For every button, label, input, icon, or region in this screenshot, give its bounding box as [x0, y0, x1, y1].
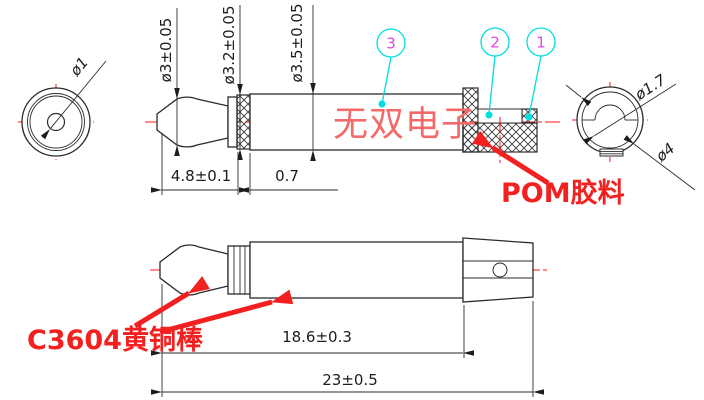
brass-body [249, 241, 464, 299]
assembly-side-view: ø3±0.05 ø3.2±0.05 ø3.5±0.05 4.8±0.1 0.7 … [145, 4, 625, 209]
balloon-1: 1 [525, 27, 556, 121]
balloon-3: 3 [376, 28, 406, 108]
dome-diameter-label: ø3±0.05 [157, 18, 175, 83]
balloon-2-leader [488, 55, 496, 115]
front-ring-circle [27, 93, 85, 151]
knurl-width-label: 0.7 [275, 167, 299, 185]
balloon-1-circle [526, 27, 556, 57]
balloon-3-leader-dot [378, 100, 386, 108]
balloon-2-number: 2 [490, 34, 500, 52]
assembly-knurl-band [236, 94, 251, 150]
pom-note-text: POM胶料 [501, 177, 625, 209]
tip-diameter-label: ø1 [66, 53, 92, 80]
assembly-collar [227, 96, 238, 148]
rear-inner-dim-line [583, 83, 677, 145]
assembly-pin-tip-profile [156, 96, 229, 148]
rear-inner-diameter-label: ø1.7 [631, 70, 670, 104]
brass-pin-tip-profile [159, 244, 229, 296]
body-length-label: 18.6±0.3 [282, 328, 352, 346]
balloon-2: 2 [480, 27, 510, 119]
rear-outer-diameter-label: ø4 [652, 139, 679, 165]
rear-inner-half-arc [594, 104, 626, 121]
body-diameter-label: ø3.5±0.05 [288, 4, 306, 83]
brass-note-arrow-1 [133, 276, 210, 329]
brass-collar [227, 245, 251, 295]
rear-outer-dim-arrow-upper [565, 84, 592, 107]
balloon-3-leader [381, 56, 392, 105]
knurl-diameter-label: ø3.2±0.05 [220, 6, 238, 85]
brass-note-arrow-2 [159, 289, 294, 335]
assembly-body [249, 93, 464, 151]
brass-rear-block [462, 237, 534, 303]
balloon-1-number: 1 [536, 34, 546, 52]
rear-outer-dim-arrow-lower [623, 135, 696, 191]
balloon-3-number: 3 [386, 35, 396, 53]
front-view: ø1 [18, 53, 107, 160]
tip-length-label: 4.8±0.1 [171, 167, 231, 185]
rear-key-slot [599, 148, 624, 157]
rear-view: ø1.7 ø4 [565, 70, 696, 191]
brass-note-text: C3604黄铜棒 [27, 325, 204, 356]
total-length-label: 23±0.5 [322, 371, 378, 389]
brass-rear-hole [492, 262, 508, 278]
front-tip-hole-circle [46, 112, 66, 132]
watermark-text: 无双电子 [333, 105, 477, 145]
balloon-2-circle [480, 27, 510, 57]
balloon-3-circle [376, 28, 406, 58]
tip-diameter-leader [40, 60, 107, 140]
balloon-2-leader-dot [485, 111, 493, 119]
balloon-1-leader-dot [525, 113, 533, 121]
pom-note-arrow [472, 130, 550, 186]
front-ring2-circle [29, 95, 83, 149]
balloon-1-leader [528, 55, 542, 117]
brass-side-view: 18.6±0.3 23±0.5 C3604黄铜棒 [27, 237, 547, 397]
